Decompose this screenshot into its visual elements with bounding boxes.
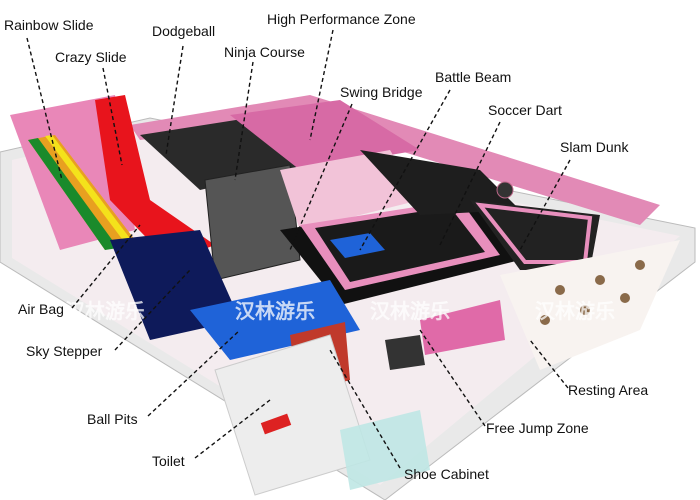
label-rainbow-slide: Rainbow Slide	[4, 17, 94, 33]
front-desk	[420, 300, 505, 355]
label-ninja-course: Ninja Course	[224, 44, 305, 60]
watermark: 汉林游乐	[65, 299, 145, 323]
leader-lines	[26, 29, 571, 469]
watermark: 汉林游乐	[370, 299, 450, 323]
label-ball-pits: Ball Pits	[87, 411, 138, 427]
ball-pit	[190, 280, 360, 360]
slam-dunk-area	[470, 200, 600, 270]
label-shoe-cabinet: Shoe Cabinet	[404, 466, 489, 482]
label-toilet: Toilet	[152, 453, 185, 469]
label-dodgeball: Dodgeball	[152, 23, 215, 39]
resting-area	[500, 240, 680, 370]
label-high-performance-zone: High Performance Zone	[267, 11, 416, 27]
blue-mat	[330, 233, 385, 258]
label-air-bag: Air Bag	[18, 301, 64, 317]
toilet-sign	[260, 413, 292, 435]
label-soccer-dart: Soccer Dart	[488, 102, 562, 118]
back-wall	[130, 95, 660, 225]
ninja-course	[204, 164, 301, 281]
label-resting-area: Resting Area	[568, 382, 648, 398]
resting-tables	[540, 260, 645, 325]
court-inner	[315, 207, 485, 282]
rainbow-stripe-yellow	[45, 135, 132, 243]
battle-beam-area	[360, 150, 520, 215]
label-slam-dunk: Slam Dunk	[560, 139, 629, 155]
label-free-jump-zone: Free Jump Zone	[486, 420, 589, 436]
label-battle-beam: Battle Beam	[435, 69, 511, 85]
label-sky-stepper: Sky Stepper	[26, 343, 103, 359]
crazy-slide-icon	[95, 95, 215, 262]
stairs	[385, 335, 425, 370]
watermark: 汉林游乐	[535, 299, 615, 323]
label-crazy-slide: Crazy Slide	[55, 49, 127, 65]
reception-glass	[340, 410, 430, 490]
rainbow-stripe-green	[28, 138, 118, 250]
soccer-dart-board	[496, 181, 514, 199]
label-swing-bridge: Swing Bridge	[340, 84, 423, 100]
watermark: 汉林游乐	[235, 299, 315, 323]
